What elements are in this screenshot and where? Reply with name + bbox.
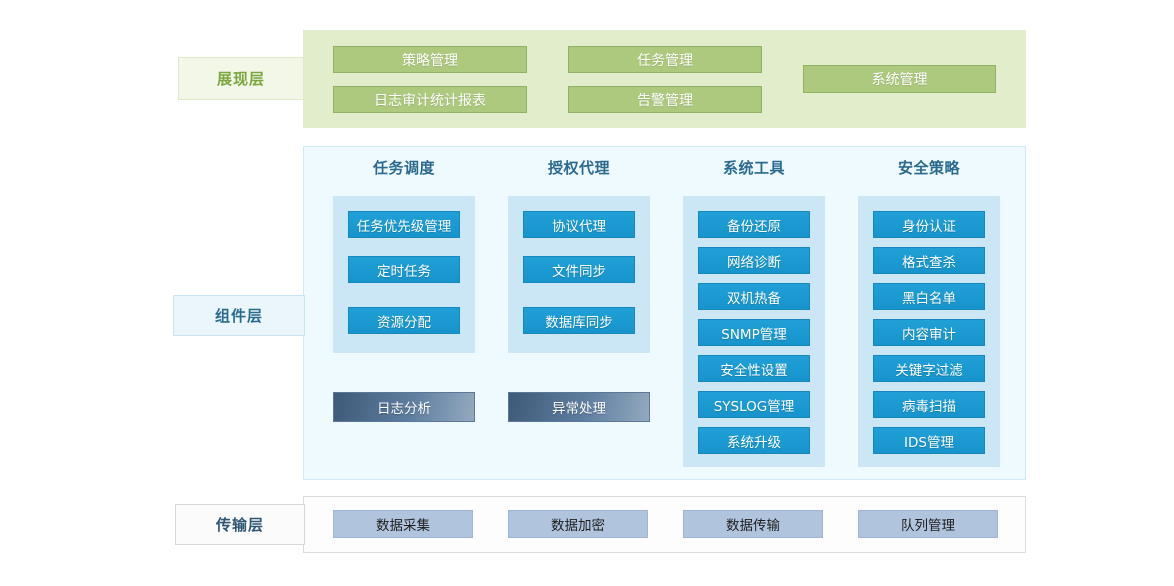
layer-label-transport-text: 传输层 [215, 516, 264, 534]
component-column-title-security-policy-text: 安全策略 [897, 158, 960, 177]
component-item-task-priority-management[interactable]: 任务优先级管理 [348, 211, 460, 238]
component-item-security-settings[interactable]: 安全性设置 [698, 355, 810, 382]
component-item-ids-management-label: IDS管理 [904, 434, 954, 451]
presentation-button-alarm-management[interactable]: 告警管理 [568, 86, 762, 113]
presentation-button-log-audit-report[interactable]: 日志审计统计报表 [333, 86, 527, 113]
component-item-virus-scan-label: 病毒扫描 [902, 398, 956, 415]
component-item-format-scan-kill[interactable]: 格式查杀 [873, 247, 985, 274]
component-item-content-audit-label: 内容审计 [902, 326, 956, 343]
component-item-dual-machine-hot-standby-label: 双机热备 [727, 290, 781, 307]
transport-button-data-transmission[interactable]: 数据传输 [683, 510, 823, 538]
component-item-system-upgrade-label: 系统升级 [727, 434, 781, 451]
component-item-syslog-management[interactable]: SYSLOG管理 [698, 391, 810, 418]
presentation-button-alarm-management-label: 告警管理 [637, 92, 693, 109]
transport-button-data-collection-label: 数据采集 [376, 518, 430, 534]
presentation-button-log-audit-report-label: 日志审计统计报表 [374, 92, 486, 109]
component-item-network-diagnostics[interactable]: 网络诊断 [698, 247, 810, 274]
transport-button-data-transmission-label: 数据传输 [726, 518, 780, 534]
component-item-exception-handling[interactable]: 异常处理 [508, 392, 650, 422]
presentation-button-strategy-management-label: 策略管理 [402, 52, 458, 69]
transport-button-queue-management[interactable]: 队列管理 [858, 510, 998, 538]
component-item-dual-machine-hot-standby[interactable]: 双机热备 [698, 283, 810, 310]
component-item-database-sync[interactable]: 数据库同步 [523, 307, 635, 334]
component-item-security-settings-label: 安全性设置 [720, 362, 788, 379]
component-item-file-sync-label: 文件同步 [552, 263, 606, 280]
component-item-blacklist-whitelist[interactable]: 黑白名单 [873, 283, 985, 310]
layer-label-presentation-text: 展现层 [216, 70, 265, 88]
transport-button-data-encryption[interactable]: 数据加密 [508, 510, 648, 538]
component-item-scheduled-task-label: 定时任务 [377, 263, 431, 280]
component-column-title-authorization-agent: 授权代理 [508, 156, 650, 178]
component-item-identity-authentication[interactable]: 身份认证 [873, 211, 985, 238]
presentation-button-system-management-label: 系统管理 [871, 72, 928, 88]
component-item-snmp-management-label: SNMP管理 [721, 326, 787, 343]
component-item-ids-management[interactable]: IDS管理 [873, 427, 985, 454]
component-column-title-security-policy: 安全策略 [858, 156, 1000, 178]
layer-label-transport: 传输层 [175, 504, 305, 545]
component-item-exception-handling-label: 异常处理 [552, 401, 606, 417]
component-item-keyword-filter[interactable]: 关键字过滤 [873, 355, 985, 382]
component-item-backup-restore-label: 备份还原 [727, 218, 781, 235]
layer-label-component: 组件层 [173, 295, 305, 336]
component-item-identity-authentication-label: 身份认证 [902, 218, 956, 235]
transport-button-data-collection[interactable]: 数据采集 [333, 510, 473, 538]
component-item-resource-allocation[interactable]: 资源分配 [348, 307, 460, 334]
component-column-title-task-scheduling-text: 任务调度 [372, 158, 435, 177]
component-item-backup-restore[interactable]: 备份还原 [698, 211, 810, 238]
transport-button-data-encryption-label: 数据加密 [551, 518, 605, 534]
component-item-log-analysis[interactable]: 日志分析 [333, 392, 475, 422]
component-item-syslog-management-label: SYSLOG管理 [713, 398, 795, 415]
presentation-button-strategy-management[interactable]: 策略管理 [333, 46, 527, 73]
component-item-network-diagnostics-label: 网络诊断 [727, 254, 781, 271]
component-column-title-system-tools-text: 系统工具 [722, 158, 785, 177]
component-item-format-scan-kill-label: 格式查杀 [902, 254, 956, 271]
component-column-title-system-tools: 系统工具 [683, 156, 825, 178]
component-column-title-task-scheduling: 任务调度 [333, 156, 475, 178]
component-item-file-sync[interactable]: 文件同步 [523, 256, 635, 283]
component-column-title-authorization-agent-text: 授权代理 [547, 158, 610, 177]
layer-label-presentation: 展现层 [178, 57, 304, 100]
component-item-content-audit[interactable]: 内容审计 [873, 319, 985, 346]
transport-button-queue-management-label: 队列管理 [901, 518, 955, 534]
component-item-keyword-filter-label: 关键字过滤 [895, 362, 963, 379]
component-item-system-upgrade[interactable]: 系统升级 [698, 427, 810, 454]
presentation-button-task-management[interactable]: 任务管理 [568, 46, 762, 73]
component-item-resource-allocation-label: 资源分配 [377, 314, 431, 331]
layer-label-component-text: 组件层 [214, 307, 263, 325]
component-item-scheduled-task[interactable]: 定时任务 [348, 256, 460, 283]
component-item-database-sync-label: 数据库同步 [545, 314, 613, 331]
component-item-virus-scan[interactable]: 病毒扫描 [873, 391, 985, 418]
component-item-protocol-agent[interactable]: 协议代理 [523, 211, 635, 238]
component-item-task-priority-management-label: 任务优先级管理 [356, 218, 452, 235]
component-item-blacklist-whitelist-label: 黑白名单 [902, 290, 956, 307]
presentation-button-task-management-label: 任务管理 [637, 52, 693, 69]
component-item-snmp-management[interactable]: SNMP管理 [698, 319, 810, 346]
presentation-button-system-management[interactable]: 系统管理 [803, 65, 996, 93]
component-item-log-analysis-label: 日志分析 [377, 401, 431, 417]
component-item-protocol-agent-label: 协议代理 [552, 218, 606, 235]
